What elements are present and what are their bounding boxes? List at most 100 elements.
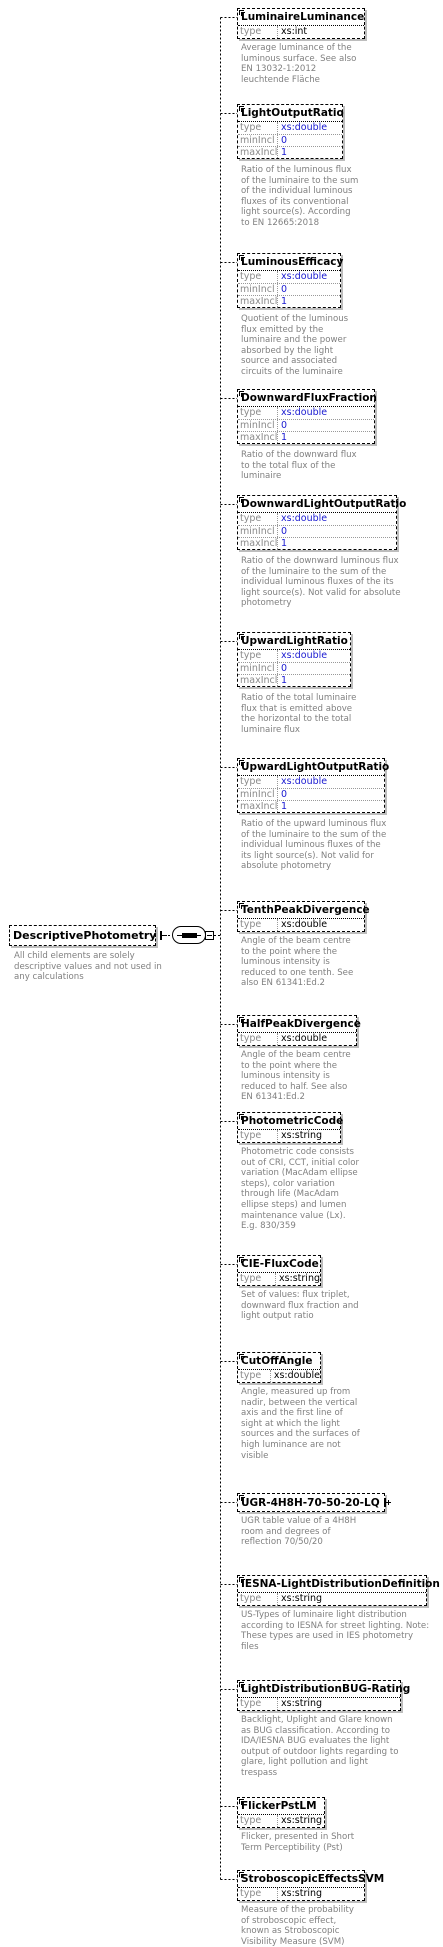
property-value: xs:double: [281, 776, 328, 787]
element-header[interactable]: IESNA-LightDistributionDefinition: [238, 1576, 440, 1593]
root-element-box[interactable]: DescriptivePhotometry: [9, 925, 168, 946]
sequence-collapse-icon[interactable]: [205, 931, 214, 940]
property-name: type: [238, 1593, 278, 1605]
element-header[interactable]: DownwardLightOutputRatio: [238, 496, 406, 513]
element-header[interactable]: FlickerPstLM: [238, 1798, 324, 1815]
element-header[interactable]: LightOutputRatio: [238, 105, 344, 122]
element-header[interactable]: UpwardLightOutputRatio: [238, 759, 389, 776]
sequence-dot: [182, 933, 187, 938]
element-name: IESNA-LightDistributionDefinition: [241, 1578, 440, 1590]
property-name: type: [238, 650, 278, 662]
sequence-compositor[interactable]: [172, 926, 206, 944]
element-header[interactable]: LuminousEfficacy: [238, 254, 343, 271]
element-header[interactable]: TenthPeakDivergence: [238, 902, 370, 919]
property-name: maxIncl: [240, 675, 278, 686]
optional-marker-icon: [239, 903, 245, 909]
element-description: Angle of the beam centre to the point wh…: [241, 1050, 351, 1103]
property-value: xs:string: [278, 1273, 320, 1284]
element-description: Ratio of the upward luminous flux of the…: [241, 819, 387, 872]
element-header[interactable]: StroboscopicEffectsSVM: [238, 1871, 384, 1888]
element-ugr-4h8h-70-50-20-lq[interactable]: UGR-4H8H-70-50-20-LQ: [237, 1493, 391, 1512]
property-name: minIncl: [238, 526, 278, 537]
element-header[interactable]: HalfPeakDivergence: [238, 1016, 361, 1033]
property-value: xs:double: [281, 122, 328, 133]
element-header[interactable]: CutOffAngle: [238, 1353, 320, 1370]
property-name: minIncl: [238, 789, 278, 800]
property-name: minIncl: [238, 663, 278, 674]
property-value: 0: [281, 663, 288, 674]
element-description: US-Types of luminaire light distribution…: [241, 1610, 430, 1652]
property-value: xs:double: [281, 650, 328, 661]
optional-marker-icon: [239, 760, 245, 766]
property-name: maxIncl: [240, 538, 278, 549]
element-description: Set of values: flux triplet, downward fl…: [241, 1290, 359, 1322]
sequence-dot: [192, 933, 197, 938]
optional-marker-icon: [239, 106, 245, 112]
property-name: type: [238, 513, 278, 525]
property-value: 1: [281, 538, 288, 549]
element-description: Backlight, Uplight and Glare known as BU…: [241, 1715, 399, 1778]
element-header[interactable]: LightDistributionBUG-Rating: [238, 1681, 410, 1698]
property-value: xs:string: [281, 1130, 323, 1141]
property-value: xs:string: [281, 1888, 323, 1899]
property-name: maxIncl: [240, 432, 278, 443]
root-element-header[interactable]: DescriptivePhotometry: [10, 926, 168, 945]
element-description: Ratio of the luminous flux of the lumina…: [241, 165, 359, 228]
property-value: 1: [281, 675, 288, 686]
expand-icon[interactable]: [383, 1498, 391, 1507]
element-description: Quotient of the luminous flux emitted by…: [241, 314, 349, 377]
element-name: TenthPeakDivergence: [241, 904, 370, 916]
element-header[interactable]: PhotometricCode: [238, 1113, 343, 1130]
element-header[interactable]: UGR-4H8H-70-50-20-LQ: [238, 1494, 391, 1511]
root-element-description: All child elements are solely descriptiv…: [14, 951, 162, 983]
property-value: 0: [281, 135, 288, 146]
property-value: xs:string: [281, 1698, 323, 1709]
optional-marker-icon: [239, 255, 245, 261]
collapse-icon[interactable]: [160, 931, 168, 940]
root-element-name: DescriptivePhotometry: [13, 929, 157, 942]
element-name: LightDistributionBUG-Rating: [241, 1683, 411, 1695]
element-name: HalfPeakDivergence: [241, 1018, 361, 1030]
element-header[interactable]: LuminaireLuminance: [238, 9, 364, 26]
property-name: type: [238, 1370, 271, 1382]
property-value: xs:double: [281, 919, 328, 930]
element-header[interactable]: DownwardFluxFraction: [238, 390, 377, 407]
element-header[interactable]: CIE-FluxCode: [238, 1256, 320, 1273]
element-description: Flicker, presented in Short Term Percept…: [241, 1832, 355, 1853]
property-value: 1: [281, 296, 288, 307]
property-value: xs:double: [281, 271, 328, 282]
element-header[interactable]: UpwardLightRatio: [238, 633, 350, 650]
element-description: Ratio of the total luminaire flux that i…: [241, 693, 357, 735]
